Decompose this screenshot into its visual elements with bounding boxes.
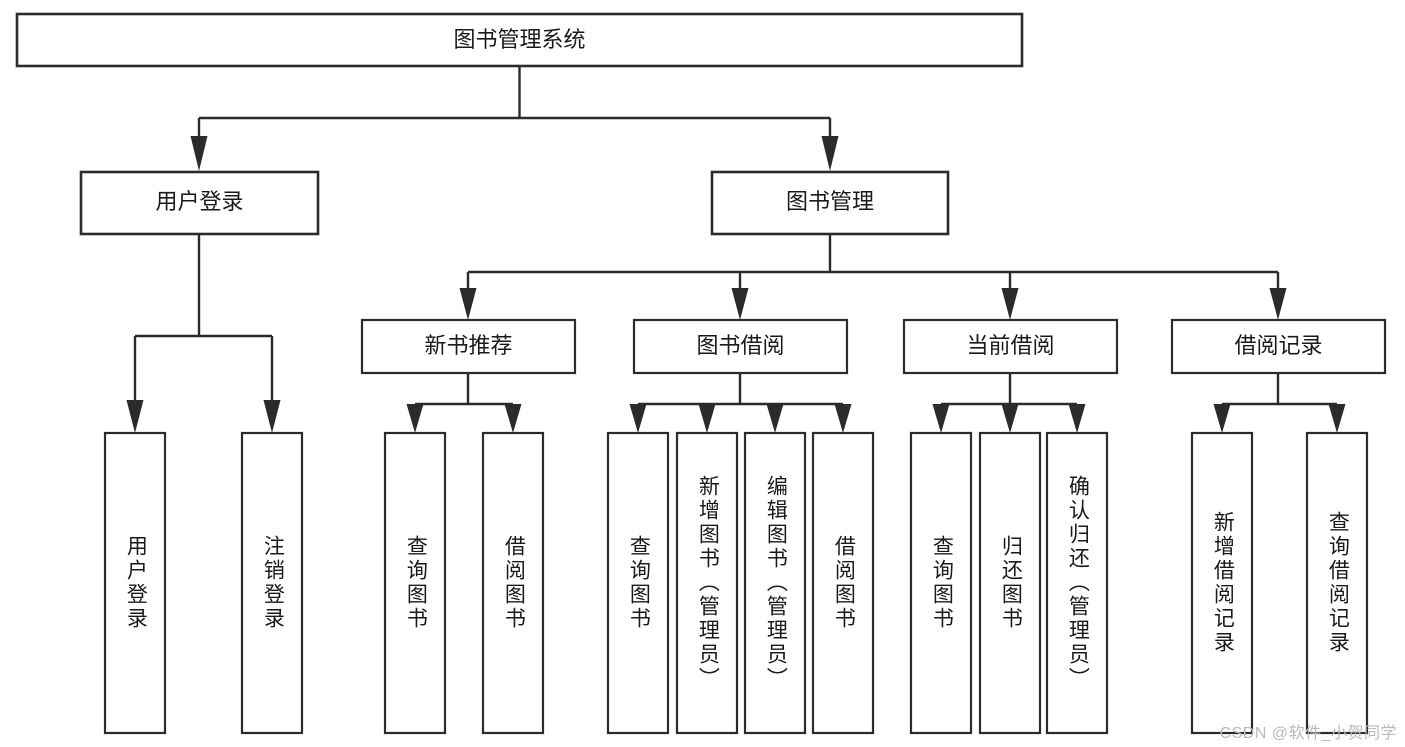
edges-new-book-recommend-to-leaves [406,373,522,433]
edges-root-to-level1 [190,66,839,171]
arrow-to-new-book-recommend [459,288,477,320]
node-box-new-book-recommend[interactable] [360,318,577,375]
arrow-to-leaf-add-record [1213,404,1231,433]
arrow-to-book-borrow [731,288,749,320]
node-box-book-manage[interactable] [710,170,950,236]
node-box-leaf-query-book-1[interactable] [383,431,447,735]
arrow-to-leaf-return-book [1001,404,1019,433]
arrow-to-leaf-borrow-book-1 [504,404,522,433]
edges-current-borrow-to-leaves [932,373,1086,433]
node-box-user-login[interactable] [79,170,320,236]
node-box-leaf-user-logout[interactable] [240,431,304,735]
arrow-to-leaf-confirm-return [1068,404,1086,433]
node-box-leaf-add-book[interactable] [675,431,739,735]
arrow-to-leaf-edit-book [766,404,784,433]
arrow-to-leaf-borrow-book-2 [834,404,852,433]
node-box-borrow-record[interactable] [1170,318,1387,375]
node-label-book-borrow: 图书借阅 [696,333,784,358]
node-label-book-manage: 图书管理 [786,189,874,214]
node-box-leaf-confirm-return[interactable] [1045,431,1109,735]
edges-borrow-record-to-leaves [1213,373,1346,433]
node-box-current-borrow[interactable] [902,318,1119,375]
node-box-leaf-borrow-book-1[interactable] [481,431,545,735]
node-box-leaf-borrow-book-2[interactable] [811,431,875,735]
arrow-to-leaf-user-logout [263,400,281,433]
arrow-to-leaf-add-book [698,404,716,433]
arrow-to-book-manage [821,136,839,171]
node-label-root: 图书管理系统 [453,27,585,52]
node-box-leaf-return-book[interactable] [978,431,1042,735]
node-box-leaf-query-book-2[interactable] [606,431,670,735]
node-label-user-login: 用户登录 [155,189,243,214]
arrow-to-leaf-user-login [126,400,144,433]
edges-book-borrow-to-leaves [629,373,852,433]
node-box-leaf-query-record[interactable] [1305,431,1369,735]
node-box-leaf-query-book-3[interactable] [909,431,973,735]
node-label-current-borrow: 当前借阅 [966,333,1054,358]
csdn-watermark: CSDN @软件_小贺同学 [1219,725,1397,742]
node-box-root[interactable] [15,12,1024,68]
arrow-to-current-borrow [1001,288,1019,320]
node-boxes: 图书管理系统 用户登录 图书管理 新书推荐 图书借阅 当前借阅 借阅记录 [15,12,1387,735]
node-box-leaf-user-login[interactable] [103,431,167,735]
arrow-to-leaf-query-book-1 [406,404,424,433]
arrow-to-user-login [190,136,208,171]
node-label-new-book-recommend: 新书推荐 [424,333,512,358]
edges-user-login-to-leaves [126,234,281,433]
edges-book-manage-to-level2 [459,234,1287,320]
node-box-leaf-edit-book[interactable] [743,431,807,735]
node-box-book-borrow[interactable] [632,318,849,375]
arrow-to-leaf-query-book-2 [629,404,647,433]
node-box-leaf-add-record[interactable] [1190,431,1254,735]
node-label-borrow-record: 借阅记录 [1234,333,1322,358]
arrow-to-borrow-record [1269,288,1287,320]
arrow-to-leaf-query-record [1328,404,1346,433]
arrow-to-leaf-query-book-3 [932,404,950,433]
